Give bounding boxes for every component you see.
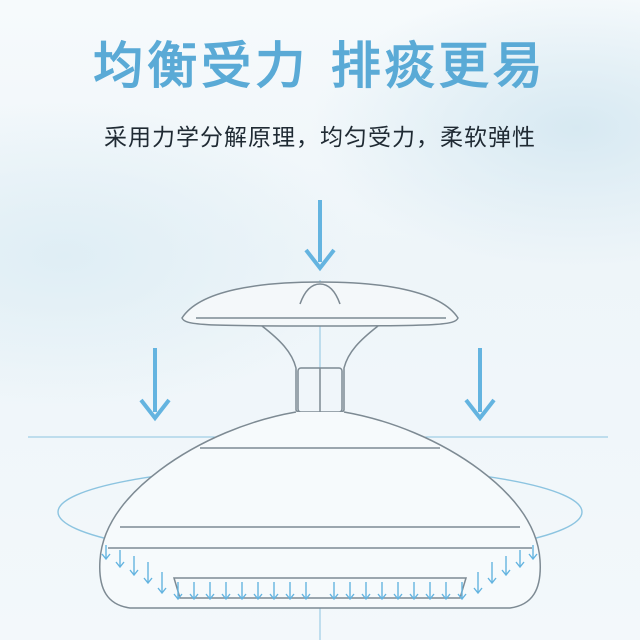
device-outline [99, 281, 541, 609]
headline-subtitle: 采用力学分解原理，均匀受力，柔软弹性 [104, 125, 536, 151]
bottom-force-arrows [101, 545, 538, 601]
headline-title: 均衡受力 排痰更易 [93, 37, 547, 95]
arrow-down-icon-top-head [304, 248, 336, 272]
arrow-down-icon-right-head [464, 398, 496, 422]
arrow-down-icon-left-head [139, 398, 171, 422]
